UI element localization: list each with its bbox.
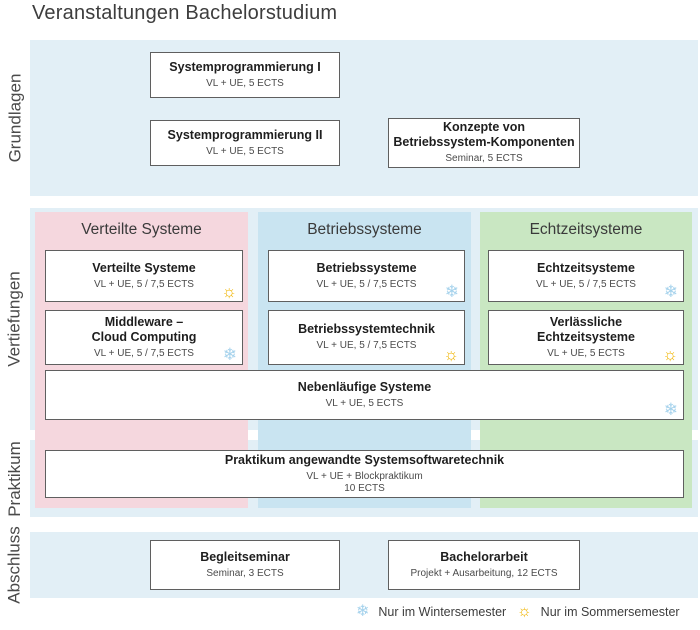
course-title: Betriebssysteme <box>316 260 417 275</box>
course-subtitle: VL + UE, 5 / 7,5 ECTS <box>316 340 417 352</box>
section-band-grundlagen <box>30 40 698 196</box>
legend-winter-label: Nur im Wintersemester <box>378 605 507 619</box>
section-label-text: Vertiefungen <box>5 271 24 367</box>
course-title: Echtzeitsysteme <box>537 260 635 275</box>
course-systemprogrammierung-1: Systemprogrammierung I VL + UE, 5 ECTS <box>150 52 340 98</box>
course-subtitle: VL + UE, 5 ECTS <box>206 77 284 89</box>
sun-icon: ☼ <box>221 282 237 301</box>
course-title: Systemprogrammierung II <box>167 127 323 142</box>
course-bachelorarbeit: Bachelorarbeit Projekt + Ausarbeitung, 1… <box>388 540 580 590</box>
sun-icon: ☼ <box>517 603 532 620</box>
page-title: Veranstaltungen Bachelorstudium <box>32 2 338 24</box>
section-label-grundlagen: Grundlagen <box>0 40 30 196</box>
column-header: Verteilte Systeme <box>81 221 202 238</box>
sun-icon: ☼ <box>662 345 678 364</box>
course-title: Middleware – Cloud Computing <box>91 314 197 344</box>
section-label-text: Grundlagen <box>5 73 24 163</box>
snowflake-icon: ❄ <box>222 345 237 364</box>
course-title: Begleitseminar <box>200 549 290 564</box>
course-nebenlaeufige-systeme: Nebenläufige Systeme VL + UE, 5 ECTS ❄ <box>45 370 684 420</box>
snowflake-icon: ❄ <box>663 400 678 419</box>
course-title: Verlässliche Echtzeitsysteme <box>537 314 635 344</box>
course-subtitle: VL + UE + Blockpraktikum 10 ECTS <box>306 470 423 495</box>
course-subtitle: Seminar, 5 ECTS <box>445 153 523 165</box>
course-title: Systemprogrammierung I <box>169 59 321 74</box>
snowflake-icon: ❄ <box>663 282 678 301</box>
legend-winter: ❄ Nur im Wintersemester <box>356 602 506 622</box>
course-title: Nebenläufige Systeme <box>297 379 432 394</box>
section-label-text: Praktikum <box>5 440 25 517</box>
course-title: Bachelorarbeit <box>440 549 528 564</box>
course-subtitle: VL + UE, 5 ECTS <box>547 347 625 359</box>
course-verteilte-systeme: Verteilte Systeme VL + UE, 5 / 7,5 ECTS … <box>45 250 243 302</box>
course-subtitle: VL + UE, 5 ECTS <box>206 145 284 157</box>
course-subtitle: VL + UE, 5 / 7,5 ECTS <box>94 278 194 290</box>
course-betriebssysteme: Betriebssysteme VL + UE, 5 / 7,5 ECTS ❄ <box>268 250 465 302</box>
course-subtitle: VL + UE, 5 ECTS <box>325 397 404 409</box>
course-title: Verteilte Systeme <box>92 260 196 275</box>
section-label-text: Abschluss <box>5 526 25 604</box>
course-systemprogrammierung-2: Systemprogrammierung II VL + UE, 5 ECTS <box>150 120 340 166</box>
course-middleware-cloud-computing: Middleware – Cloud Computing VL + UE, 5 … <box>45 310 243 365</box>
course-subtitle: VL + UE, 5 / 7,5 ECTS <box>94 347 194 359</box>
course-subtitle: Projekt + Ausarbeitung, 12 ECTS <box>410 567 558 579</box>
section-band-abschluss <box>30 532 698 598</box>
column-header: Betriebssysteme <box>307 221 422 238</box>
legend-summer: ☼ Nur im Sommersemester <box>517 602 680 622</box>
snowflake-icon: ❄ <box>356 603 370 620</box>
course-konzepte-betriebssystem-komponenten: Konzepte von Betriebssystem-Komponenten … <box>388 118 580 168</box>
course-praktikum-systemsoftwaretechnik: Praktikum angewandte Systemsoftwaretechn… <box>45 450 684 498</box>
column-header: Echtzeitsysteme <box>529 221 643 238</box>
course-title: Betriebssystemtechnik <box>298 322 435 337</box>
section-label-praktikum: Praktikum <box>0 440 30 517</box>
course-verlaessliche-echtzeitsysteme: Verlässliche Echtzeitsysteme VL + UE, 5 … <box>488 310 684 365</box>
snowflake-icon: ❄ <box>444 282 459 301</box>
course-title: Konzepte von Betriebssystem-Komponenten <box>393 120 575 150</box>
course-subtitle: VL + UE, 5 / 7,5 ECTS <box>316 278 417 290</box>
course-echtzeitsysteme: Echtzeitsysteme VL + UE, 5 / 7,5 ECTS ❄ <box>488 250 684 302</box>
course-begleitseminar: Begleitseminar Seminar, 3 ECTS <box>150 540 340 590</box>
section-label-abschluss: Abschluss <box>0 526 30 603</box>
course-subtitle: Seminar, 3 ECTS <box>206 567 284 579</box>
course-title: Praktikum angewandte Systemsoftwaretechn… <box>224 452 505 467</box>
course-betriebssystemtechnik: Betriebssystemtechnik VL + UE, 5 / 7,5 E… <box>268 310 465 365</box>
legend-summer-label: Nur im Sommersemester <box>540 605 680 619</box>
section-label-vertiefungen: Vertiefungen <box>0 208 30 430</box>
sun-icon: ☼ <box>443 345 459 364</box>
course-subtitle: VL + UE, 5 / 7,5 ECTS <box>536 278 636 290</box>
